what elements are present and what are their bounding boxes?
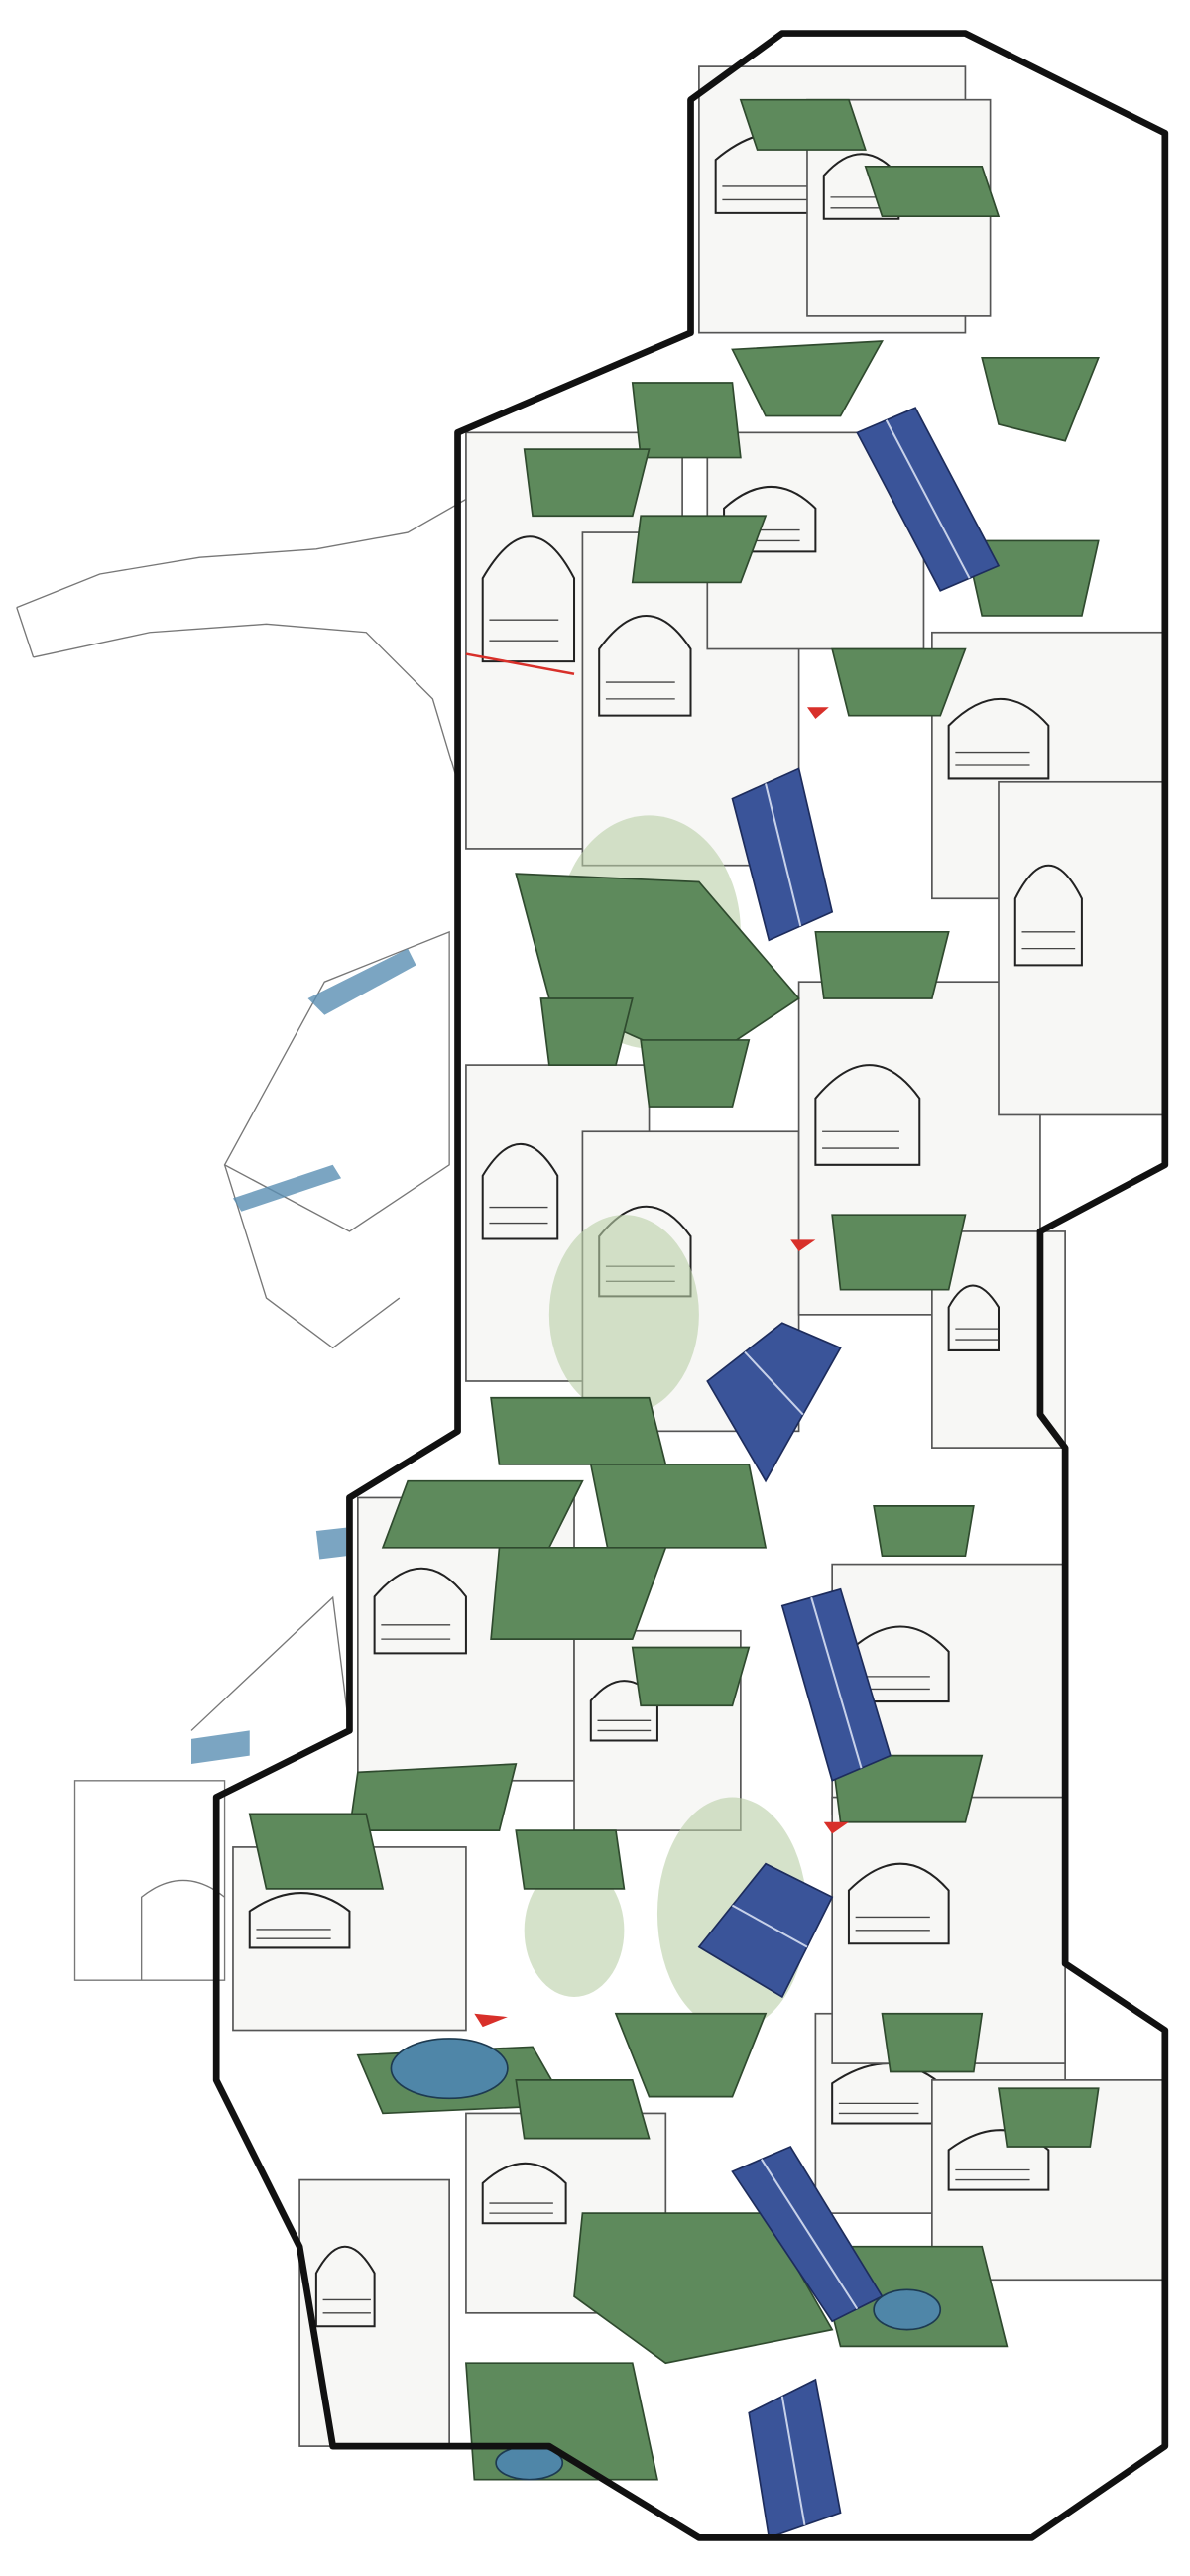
arched-window bbox=[373, 1567, 467, 1655]
red-accents bbox=[465, 652, 849, 2028]
roof-garden bbox=[998, 2087, 1100, 2148]
roof-garden bbox=[631, 515, 768, 584]
red-flag-marker bbox=[806, 707, 829, 720]
solar-panel-divider bbox=[810, 1596, 863, 1769]
arched-window bbox=[481, 2162, 567, 2225]
solar-panel-divider bbox=[744, 1350, 804, 1416]
roof-garden bbox=[640, 1039, 751, 1108]
arched-window bbox=[814, 1064, 921, 1166]
solar-panels bbox=[697, 407, 1001, 2539]
window-mullion bbox=[838, 2102, 919, 2115]
roof-garden bbox=[739, 98, 867, 151]
context-line bbox=[33, 623, 459, 782]
context-line bbox=[223, 930, 450, 1232]
window-mullion bbox=[955, 1328, 999, 1341]
roof-garden bbox=[614, 2012, 768, 2098]
roof-garden bbox=[348, 1763, 518, 1831]
arched-window bbox=[481, 535, 576, 663]
roof-garden bbox=[381, 1479, 584, 1549]
window-mullion bbox=[722, 185, 808, 201]
context-blue-element bbox=[315, 1527, 347, 1560]
roof-garden bbox=[981, 356, 1100, 442]
arched-window bbox=[248, 1892, 351, 1949]
red-flag-marker bbox=[474, 2013, 508, 2028]
red-flag-marker bbox=[823, 1821, 849, 1834]
window-mullion bbox=[381, 1624, 451, 1640]
arched-window bbox=[481, 1142, 559, 1240]
window-mullion bbox=[855, 1916, 930, 1932]
roof-garden bbox=[573, 2212, 834, 2365]
context-line bbox=[16, 498, 467, 609]
roof-garden bbox=[248, 1813, 385, 1890]
roof-garden bbox=[964, 539, 1100, 617]
window-mullion bbox=[605, 681, 675, 700]
arched-window bbox=[314, 2245, 376, 2328]
window-mullion bbox=[489, 2202, 553, 2214]
water-pools bbox=[390, 2038, 942, 2481]
solar-panel-divider bbox=[765, 783, 802, 927]
roof-garden bbox=[731, 340, 884, 417]
context-blue-element bbox=[307, 948, 416, 1015]
building-outline bbox=[212, 30, 1169, 2541]
roof-garden bbox=[515, 1829, 626, 1890]
window-mullion bbox=[1021, 931, 1076, 950]
roof-garden bbox=[831, 647, 967, 717]
solar-panel-divider bbox=[780, 2396, 806, 2525]
window-mullion bbox=[489, 619, 559, 642]
solar-panel bbox=[706, 1322, 842, 1483]
context-line bbox=[223, 1164, 401, 1349]
roof-garden bbox=[831, 1754, 984, 1823]
solar-panel bbox=[748, 2378, 842, 2539]
context-line bbox=[73, 1780, 226, 1981]
window-mullion bbox=[322, 2298, 371, 2314]
context-line bbox=[190, 1595, 351, 1731]
roof-garden bbox=[873, 1505, 975, 1558]
roof-garden bbox=[523, 448, 651, 518]
roof-garden bbox=[589, 1464, 768, 1549]
arched-window bbox=[847, 1862, 950, 1945]
window-mullion bbox=[489, 1206, 548, 1225]
water-pool bbox=[873, 2288, 942, 2331]
window-mullion bbox=[955, 751, 1030, 766]
context-line bbox=[16, 607, 35, 658]
window-mullion bbox=[256, 1929, 331, 1939]
context-blue-element bbox=[191, 1730, 250, 1764]
solar-panel-divider bbox=[885, 419, 971, 579]
roof-garden bbox=[490, 1546, 667, 1640]
red-flag-marker bbox=[790, 1239, 816, 1252]
arched-window bbox=[1013, 864, 1083, 967]
roof-garden bbox=[515, 873, 800, 1067]
roof-garden bbox=[881, 2012, 984, 2073]
arched-window bbox=[723, 486, 817, 553]
roof-garden bbox=[631, 1646, 751, 1707]
roof-garden bbox=[814, 931, 950, 999]
tree bbox=[548, 1215, 699, 1415]
solar-panel-divider bbox=[760, 2159, 859, 2310]
window-mullion bbox=[955, 2168, 1030, 2181]
window-mullion bbox=[597, 1719, 652, 1732]
red-section-line bbox=[465, 652, 575, 675]
arched-window bbox=[947, 697, 1050, 780]
arched-window bbox=[947, 1284, 1000, 1351]
roof-garden bbox=[539, 997, 634, 1066]
solar-panel-divider bbox=[731, 1904, 808, 1948]
window-mullion bbox=[822, 1130, 899, 1149]
roof-garden bbox=[831, 1214, 967, 1291]
water-pool bbox=[390, 2038, 509, 2100]
context-sketch-lines bbox=[16, 498, 467, 1981]
context-line bbox=[140, 1879, 225, 1981]
roof-garden bbox=[490, 1396, 667, 1465]
tree bbox=[524, 1863, 625, 1997]
roof-gardens bbox=[248, 98, 1100, 2481]
solar-panel bbox=[697, 1862, 834, 1999]
context-blue-element bbox=[232, 1164, 342, 1212]
arched-window bbox=[598, 614, 692, 717]
roof-garden bbox=[631, 382, 742, 459]
roof-garden bbox=[515, 2079, 651, 2140]
roof-garden bbox=[864, 165, 1001, 218]
